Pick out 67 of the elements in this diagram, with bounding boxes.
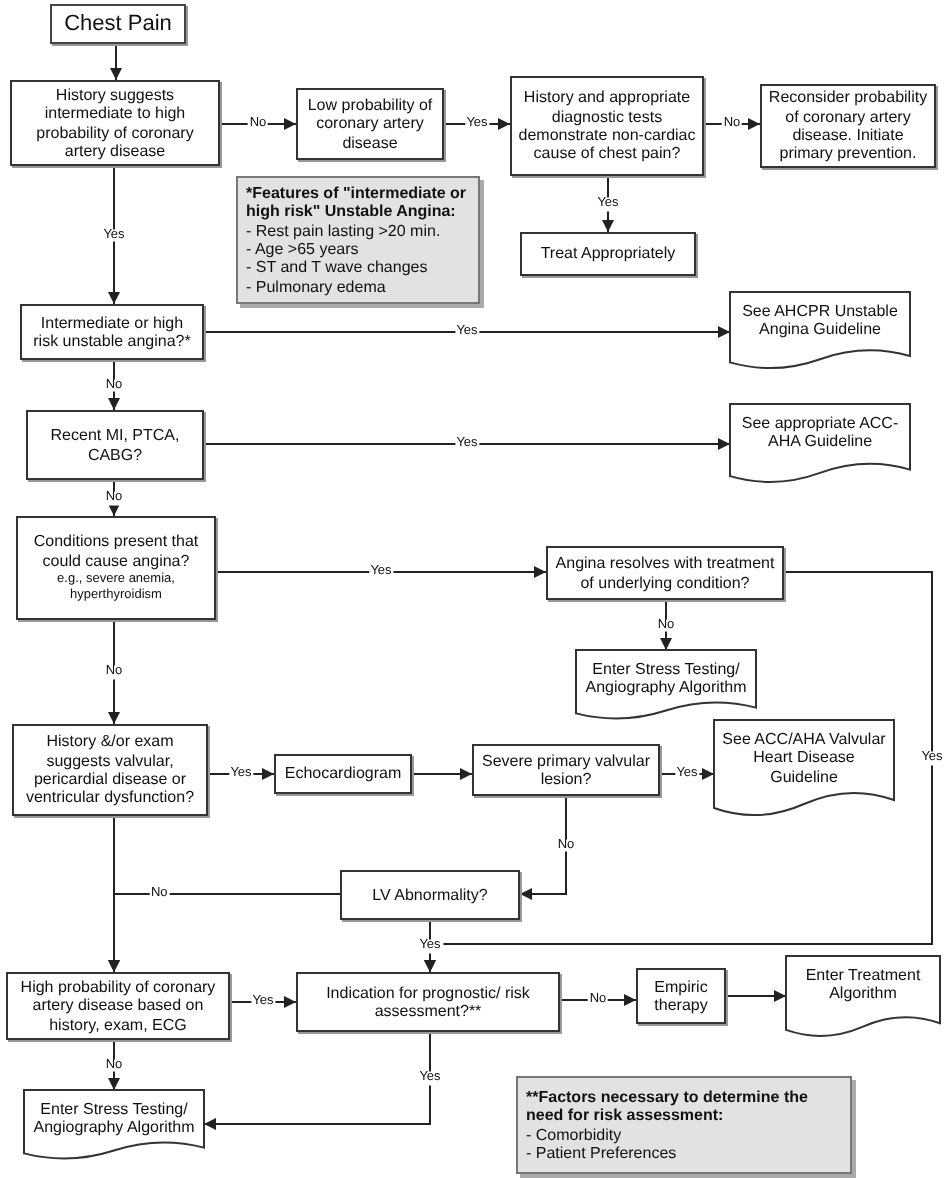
node-text: See AHCPR Unstable Angina Guideline [740,302,900,340]
arrow [110,43,122,81]
node-text: Enter Treatment Algorithm [803,966,923,1004]
node-text: Enter Stress Testing/ Angiography Algorithm [31,1100,197,1138]
arrow [108,165,120,305]
node-text: Intermediate or high risk unstable angina?* [31,313,193,351]
node-text: Conditions present that could cause angina? [31,532,201,571]
node-text: Angina resolves with treatment of underlying condition? [554,554,776,592]
node-text: Chest Pain [64,11,172,37]
process-box [6,972,230,1040]
node-text: Treat Appropriately [540,244,676,264]
arrow [108,815,120,973]
node-text: Low probability of coronary artery disease [305,95,435,153]
note-box [516,1076,852,1174]
node-text: Reconsider probability of coronary artery disease. Initiate primary prevention. [768,88,928,164]
node-text: See ACC/AHA Valvular Heart Disease Guideline [720,730,888,787]
document-shape [786,956,940,1040]
process-box [10,80,220,166]
arrow [411,768,473,780]
start-box [50,4,186,44]
node-text: - ST and T wave changes [246,258,428,278]
process-box [12,724,208,816]
arrow [519,795,567,900]
arrow [203,326,731,338]
process-box [520,232,696,276]
node-text: LV Abnormality? [372,885,488,905]
document-shape [576,650,756,722]
node-text: High probability of coronary artery disease based on history, exam, ECG [18,977,218,1035]
node-text: Empiric therapy [652,977,710,1015]
document-shape [730,292,910,372]
node-text: Recent MI, PTCA, CABG? [48,426,182,464]
node-text: History suggests intermediate to high probability of coronary artery disease [34,85,196,161]
node-text: - Patient Preferences [526,1143,677,1163]
node-text: See appropriate ACC-AHA Guideline [739,414,901,452]
node-text: - Age >65 years [246,240,359,259]
node-text: History &/or exam suggests valvular, pericardial disease or ventricular dysfunction? [23,732,197,808]
process-box [340,870,520,920]
process-box [546,546,784,600]
document-shape [24,1090,204,1162]
document-shape [730,404,910,486]
arrow [602,175,614,233]
process-box [636,968,726,1024]
process-box [510,76,704,176]
node-text: Severe primary valvular lesion? [480,751,652,789]
note-box [236,176,480,304]
arrow [203,438,731,450]
node-text: *Features of "intermediate or high risk" Unstable Angina: [246,183,469,222]
arrow [215,566,547,578]
process-box [472,744,660,796]
node-text: - Pulmonary edema [246,277,386,297]
node-text: Indication for prognostic/ risk assessment?** [324,983,532,1021]
arrow [108,619,120,725]
arrow [725,990,787,1002]
process-box [274,754,412,794]
node-text: - Rest pain lasting >20 min. [246,221,441,240]
process-box [296,972,560,1032]
process-box [20,304,204,360]
node-text: History and appropriate diagnostic tests demonstrate non-cardiac cause of chest pain? [518,88,696,164]
arrow [203,1031,431,1130]
document-shape [714,720,894,820]
arrow [424,571,933,973]
node-text: - Comorbidity [526,1125,622,1144]
process-box [26,410,204,480]
process-box [16,516,216,620]
node-text: Echocardiogram [284,764,402,784]
node-text: Enter Stress Testing/ Angiography Algorithm [583,660,749,698]
node-text: **Factors necessary to determine the need for risk assessment: [526,1087,810,1125]
